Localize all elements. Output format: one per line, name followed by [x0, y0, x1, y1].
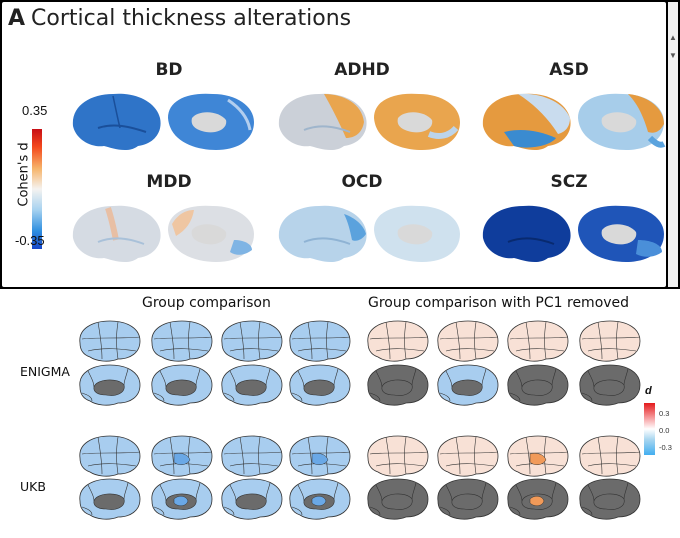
header-group-comparison: Group comparison — [142, 295, 271, 311]
brain-pair-adhd — [278, 93, 460, 151]
brain-pair-mdd — [72, 205, 254, 263]
brain-pair-bd — [72, 93, 254, 151]
disorder-label-ocd: OCD — [341, 172, 383, 192]
parcellated-brain-10 — [221, 364, 283, 406]
parcellated-brain-14 — [507, 364, 569, 406]
scroll-down-arrow-icon[interactable]: ▼ — [669, 51, 677, 60]
parcellated-brain-0 — [79, 320, 141, 362]
parcellated-brain-13 — [437, 364, 499, 406]
parcellated-brain-21 — [437, 435, 499, 477]
parcellated-brain-24 — [79, 478, 141, 520]
parcellated-brain-27 — [289, 478, 351, 520]
parcellated-brain-25 — [151, 478, 213, 520]
colorbar-tick-high: 0.3 — [659, 409, 670, 418]
brain-pair-scz — [482, 205, 664, 263]
parcellated-brain-31 — [579, 478, 641, 520]
parcellated-brain-4 — [367, 320, 429, 362]
parcellated-brain-2 — [221, 320, 283, 362]
disorder-label-mdd: MDD — [146, 172, 192, 192]
parcellated-brain-17 — [151, 435, 213, 477]
panel-title-text: Cortical thickness alterations — [31, 6, 352, 31]
cohens-d-colorbar — [32, 129, 42, 249]
parcellated-brain-12 — [367, 364, 429, 406]
parcellated-brain-26 — [221, 478, 283, 520]
colorbar-min-label: -0.35 — [15, 233, 45, 248]
parcellated-brain-9 — [151, 364, 213, 406]
disorder-label-bd: BD — [155, 60, 183, 80]
parcellated-brain-18 — [221, 435, 283, 477]
colorbar-d-title: d — [645, 385, 652, 397]
disorder-label-asd: ASD — [549, 60, 589, 80]
parcellated-brain-8 — [79, 364, 141, 406]
parcellated-brain-19 — [289, 435, 351, 477]
panel-letter: A — [8, 6, 26, 31]
parcellated-brain-7 — [579, 320, 641, 362]
row-label-enigma: ENIGMA — [20, 364, 70, 379]
parcellated-brain-5 — [437, 320, 499, 362]
parcellated-brain-28 — [367, 478, 429, 520]
header-group-comparison-pc1-removed: Group comparison with PC1 removed — [368, 295, 630, 311]
parcellated-brain-grid — [79, 320, 641, 520]
colorbar-axis-label: Cohen's d — [16, 142, 32, 207]
parcellated-brain-15 — [579, 364, 641, 406]
parcellated-brain-22 — [507, 435, 569, 477]
disorder-label-adhd: ADHD — [334, 60, 390, 80]
colorbar-tick-zero: 0.0 — [659, 426, 670, 435]
scroll-up-arrow-icon[interactable]: ▲ — [669, 33, 677, 42]
parcellated-brain-16 — [79, 435, 141, 477]
brain-pair-asd — [482, 93, 666, 151]
parcellated-brain-20 — [367, 435, 429, 477]
brain-pair-ocd — [278, 205, 460, 263]
colorbar-max-label: 0.35 — [22, 103, 48, 118]
parcellated-brain-6 — [507, 320, 569, 362]
disorder-label-scz: SCZ — [550, 172, 588, 192]
parcellated-brain-11 — [289, 364, 351, 406]
colorbar-tick-low: -0.3 — [659, 443, 672, 452]
parcellated-brain-29 — [437, 478, 499, 520]
d-colorbar — [644, 403, 655, 455]
parcellated-brain-3 — [289, 320, 351, 362]
vertical-scrollbar[interactable]: ▲ ▼ — [668, 2, 678, 287]
parcellated-brain-1 — [151, 320, 213, 362]
panel-b-group-comparison: Group comparison Group comparison with P… — [0, 289, 680, 538]
parcellated-brain-30 — [507, 478, 569, 520]
row-label-ukb: UKB — [20, 479, 46, 494]
parcellated-brain-23 — [579, 435, 641, 477]
